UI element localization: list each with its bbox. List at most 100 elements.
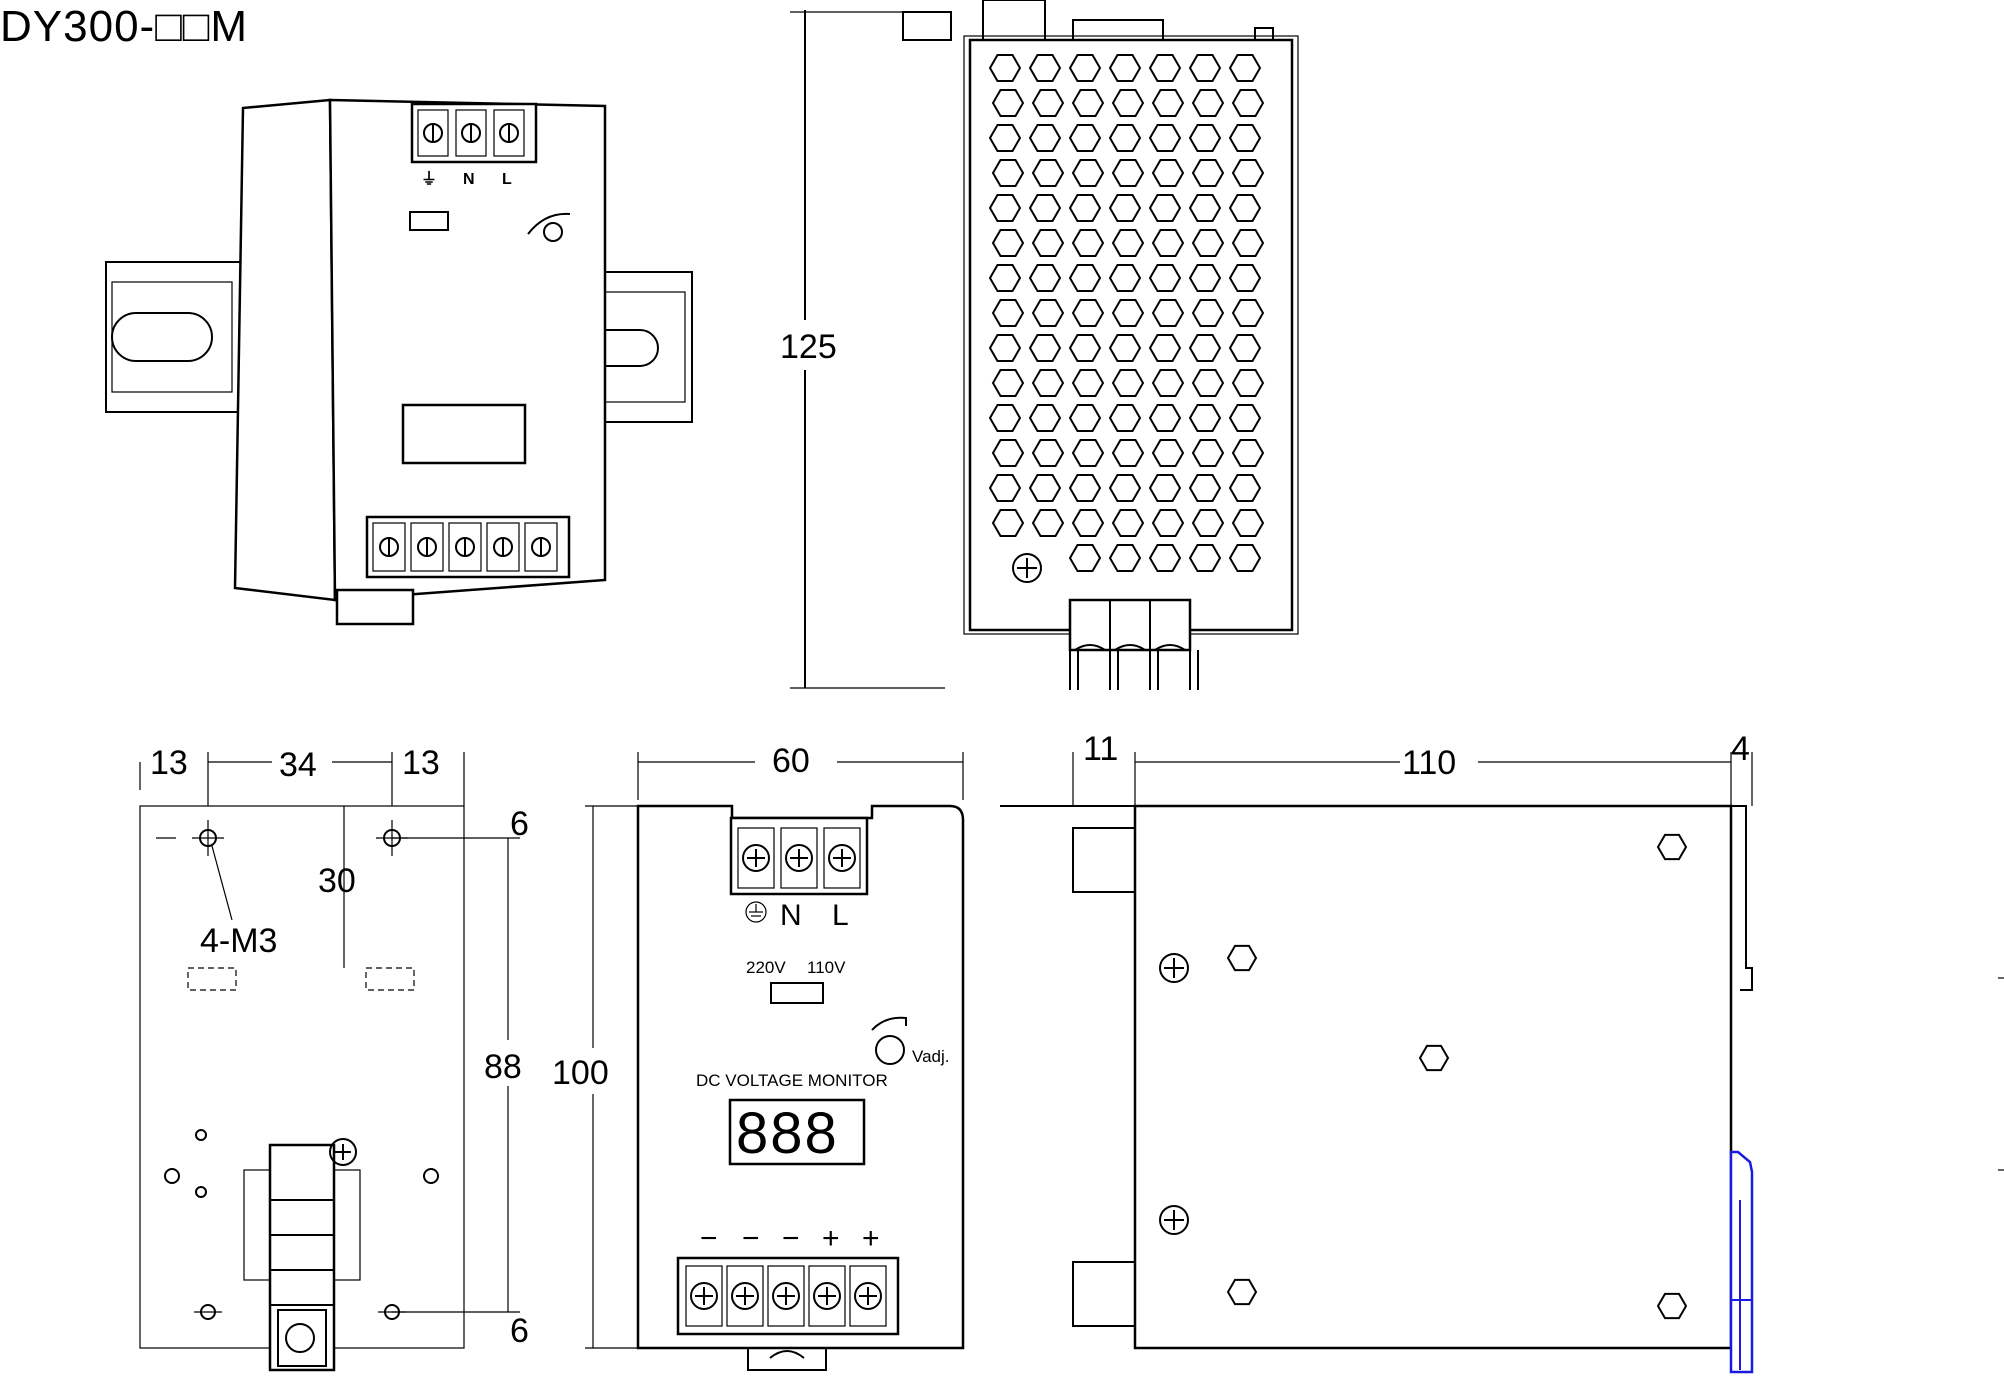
vadj-arc-icon (871, 1016, 907, 1031)
vent-hole (1148, 54, 1182, 82)
ground-screw-icon (1012, 553, 1042, 583)
vent-hole (1191, 89, 1225, 117)
vent-hole (1151, 369, 1185, 397)
dim-6-top: 6 (510, 805, 529, 843)
vent-hole (1148, 544, 1182, 572)
vent-hole (1068, 264, 1102, 292)
hex-boss (1418, 1044, 1450, 1072)
vent-hole (1188, 544, 1222, 572)
vent-hole (1231, 439, 1265, 467)
vent-hole (991, 89, 1025, 117)
vent-hole (1068, 544, 1102, 572)
input-label-n: N (780, 899, 802, 932)
bottom-terminal-block (365, 515, 571, 579)
hole-spec-label: 4-M3 (200, 922, 277, 960)
adjust-arc-icon (527, 212, 571, 235)
vent-hole (1028, 124, 1062, 152)
vent-hole (1231, 229, 1265, 257)
vent-hole (988, 404, 1022, 432)
vent-hole (1148, 264, 1182, 292)
vent-hole (1151, 229, 1185, 257)
vent-hole (1148, 194, 1182, 222)
vent-hole (1228, 334, 1262, 362)
dim-100: 100 (552, 1054, 609, 1092)
hex-boss (1656, 1292, 1688, 1320)
vent-hole (991, 229, 1025, 257)
vent-hole (988, 334, 1022, 362)
vent-hole (1071, 439, 1105, 467)
perspective-view: ⏚ N L (105, 98, 693, 626)
vent-hole (1031, 439, 1065, 467)
hex-boss (1656, 833, 1688, 861)
adjust-knob-icon (543, 222, 563, 242)
vent-hole (1028, 264, 1062, 292)
front-panel (636, 804, 965, 1350)
vent-hole (1068, 334, 1102, 362)
voltage-select-switch (770, 982, 824, 1004)
vadj-label: Vadj. (912, 1047, 950, 1066)
top-terminals (417, 109, 525, 157)
input-terminals (737, 827, 861, 889)
model-title: DY300-□□M (0, 2, 248, 51)
vent-hole (1148, 404, 1182, 432)
vent-hole (1031, 299, 1065, 327)
din-clip-blue (1729, 1150, 1754, 1374)
vent-hole (1231, 299, 1265, 327)
vent-hole (1108, 264, 1142, 292)
vent-hole (1108, 124, 1142, 152)
dim-13-left: 13 (150, 744, 188, 782)
vent-hole (1228, 124, 1262, 152)
din-rail-left (105, 261, 242, 413)
vent-hole (988, 194, 1022, 222)
vent-hole (1028, 404, 1062, 432)
polarity-2: − (742, 1222, 760, 1255)
right-side-panel (1133, 804, 1733, 1350)
body-side-face (233, 98, 337, 602)
vent-hole (1231, 509, 1265, 537)
vent-hole (1071, 229, 1105, 257)
vent-hole (1111, 299, 1145, 327)
din-clip (243, 1138, 361, 1372)
din-rail-right-slot (605, 329, 659, 367)
vent-hole (1151, 89, 1185, 117)
vent-hole (991, 299, 1025, 327)
bottom-clip (335, 588, 415, 626)
vent-hole (991, 159, 1025, 187)
vent-hole (1028, 474, 1062, 502)
vent-hole (988, 124, 1022, 152)
input-label-l: L (832, 899, 849, 932)
switch-label-110v: 110V (807, 958, 846, 977)
vent-hole (988, 474, 1022, 502)
vent-hole (1151, 159, 1185, 187)
vent-hole (1111, 509, 1145, 537)
dim-34: 34 (279, 746, 317, 784)
vent-hole (1108, 544, 1142, 572)
vent-hole (1068, 194, 1102, 222)
vent-hole (1148, 124, 1182, 152)
ground-symbol-icon (745, 901, 767, 923)
vent-hole (991, 439, 1025, 467)
display-digits: 888 (736, 1101, 839, 1166)
output-terminals (685, 1265, 887, 1327)
polarity-4: + (822, 1222, 840, 1255)
vent-hole (1191, 509, 1225, 537)
hex-boss (1226, 1278, 1258, 1306)
polarity-3: − (782, 1222, 800, 1255)
voltage-switch (409, 211, 449, 231)
vent-hole (1031, 159, 1065, 187)
vent-hole (1068, 474, 1102, 502)
vent-hole (1028, 54, 1062, 82)
vent-hole (1108, 404, 1142, 432)
vent-hole (1188, 54, 1222, 82)
vent-hole (1188, 404, 1222, 432)
vent-hole (1071, 299, 1105, 327)
vent-hole (988, 54, 1022, 82)
vent-hole (1231, 89, 1265, 117)
vent-hole (1068, 124, 1102, 152)
vent-hole (1068, 54, 1102, 82)
vent-hole (1108, 54, 1142, 82)
dim-4: 4 (1731, 730, 1750, 768)
dim-88: 88 (484, 1048, 522, 1086)
vent-hole (1188, 334, 1222, 362)
side-terminals (1068, 598, 1199, 690)
